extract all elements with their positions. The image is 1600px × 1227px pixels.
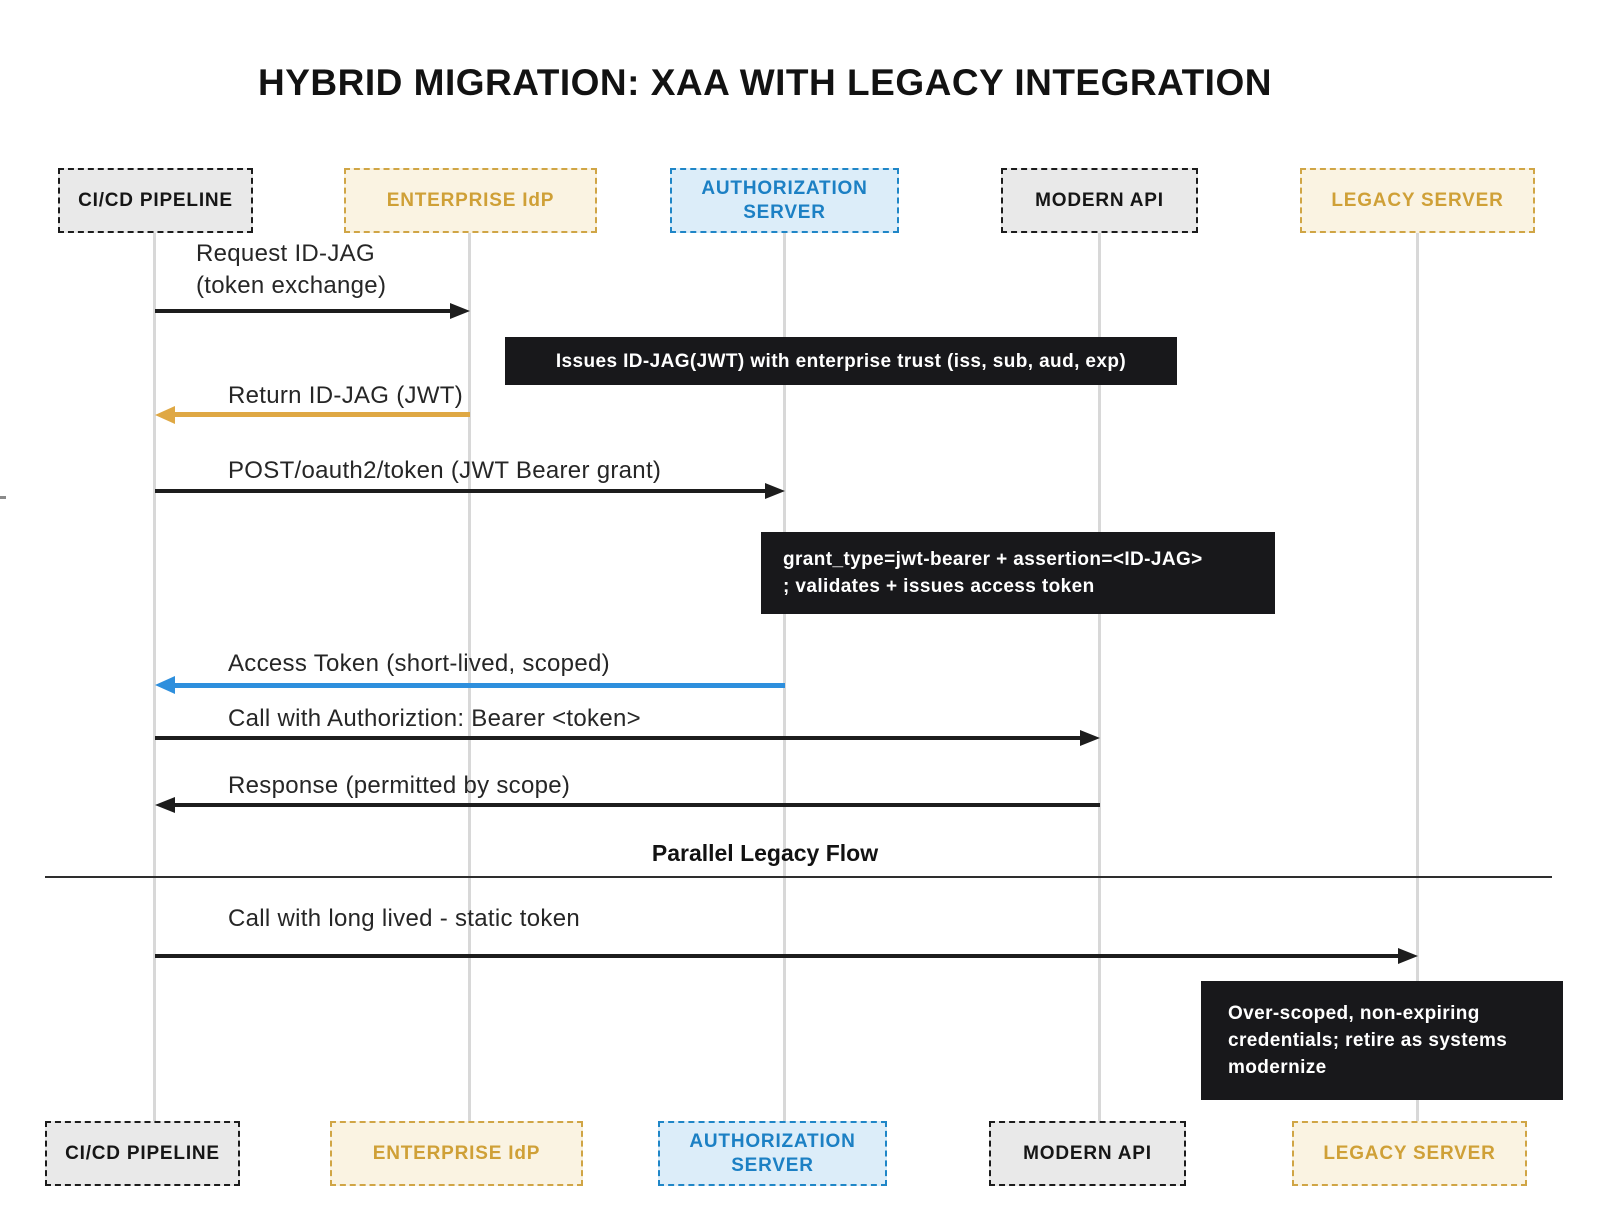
lifeline-modern-api [1098,233,1101,1121]
message-arrow-return-id-jag [174,412,470,417]
actor-box-enterprise-idp-top: ENTERPRISE IdP [344,168,597,233]
actor-label: ENTERPRISE IdP [386,189,555,211]
actor-label: LEGACY SERVER [1331,189,1504,211]
actor-label: LEGACY SERVER [1323,1142,1496,1164]
arrowhead-right-icon [450,303,470,319]
edge-artifact [0,496,6,499]
message-label-call-bearer-token: Call with Authoriztion: Bearer <token> [228,705,641,732]
message-label-response-scope: Response (permitted by scope) [228,772,571,799]
message-label-request-id-jag: Request ID-JAG (token exchange) [196,240,387,299]
message-arrow-call-bearer-token [155,736,1080,740]
arrowhead-left-icon [155,676,175,694]
message-arrow-post-oauth2-token [155,489,767,493]
message-label-access-token: Access Token (short-lived, scoped) [228,650,610,677]
note-grant-type: grant_type=jwt-bearer + assertion=<ID-JA… [761,532,1275,614]
arrowhead-left-icon [155,797,175,813]
message-arrow-long-lived-token [155,954,1398,958]
note-issues-id-jag: Issues ID-JAG(JWT) with enterprise trust… [505,337,1177,385]
actor-box-enterprise-idp-bottom: ENTERPRISE IdP [330,1121,583,1186]
actor-box-legacy-server-top: LEGACY SERVER [1300,168,1535,233]
actor-label: MODERN API [1023,1142,1152,1164]
actor-box-authorization-server-bottom: AUTHORIZATION SERVER [658,1121,887,1186]
divider-line [45,876,1552,878]
message-arrow-access-token [174,683,785,688]
divider-label-parallel-legacy-flow: Parallel Legacy Flow [651,840,879,866]
actor-box-authorization-server-top: AUTHORIZATION SERVER [670,168,899,233]
actor-box-legacy-server-bottom: LEGACY SERVER [1292,1121,1527,1186]
actor-label: CI/CD PIPELINE [78,189,233,211]
message-label-post-oauth2-token: POST/oauth2/token (JWT Bearer grant) [228,457,662,484]
actor-box-cicd-pipeline-bottom: CI/CD PIPELINE [45,1121,240,1186]
arrowhead-right-icon [765,483,785,499]
actor-box-modern-api-top: MODERN API [1001,168,1198,233]
lifeline-legacy-server [1416,233,1419,1121]
message-label-long-lived-token: Call with long lived - static token [228,905,580,932]
message-arrow-request-id-jag [155,309,452,313]
actor-label: CI/CD PIPELINE [65,1142,220,1164]
actor-box-cicd-pipeline-top: CI/CD PIPELINE [58,168,253,233]
actor-label: AUTHORIZATION SERVER [689,1130,856,1176]
actor-label: MODERN API [1035,189,1164,211]
diagram-title: HYBRID MIGRATION: XAA WITH LEGACY INTEGR… [258,62,1272,103]
arrowhead-right-icon [1398,948,1418,964]
arrowhead-right-icon [1080,730,1100,746]
lifeline-authorization-server [783,233,786,1121]
actor-label: ENTERPRISE IdP [372,1142,541,1164]
note-over-scoped-credentials: Over-scoped, non-expiring credentials; r… [1201,981,1563,1100]
actor-box-modern-api-bottom: MODERN API [989,1121,1186,1186]
message-arrow-response-scope [174,803,1100,807]
arrowhead-left-icon [155,406,175,424]
actor-label: AUTHORIZATION SERVER [701,177,868,223]
message-label-return-id-jag: Return ID-JAG (JWT) [228,382,464,409]
lifeline-enterprise-idp [468,233,471,1121]
lifeline-cicd-pipeline [153,233,156,1121]
